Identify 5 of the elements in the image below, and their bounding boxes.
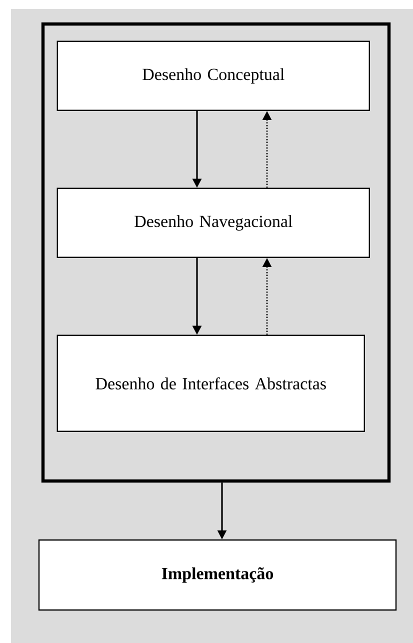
process-box: Desenho Conceptual	[56, 40, 370, 111]
process-box: Desenho de Interfaces Abstractas	[56, 334, 365, 432]
process-box: Implementação	[38, 539, 397, 611]
group-frame	[41, 22, 391, 483]
process-box: Desenho Navegacional	[56, 188, 370, 258]
